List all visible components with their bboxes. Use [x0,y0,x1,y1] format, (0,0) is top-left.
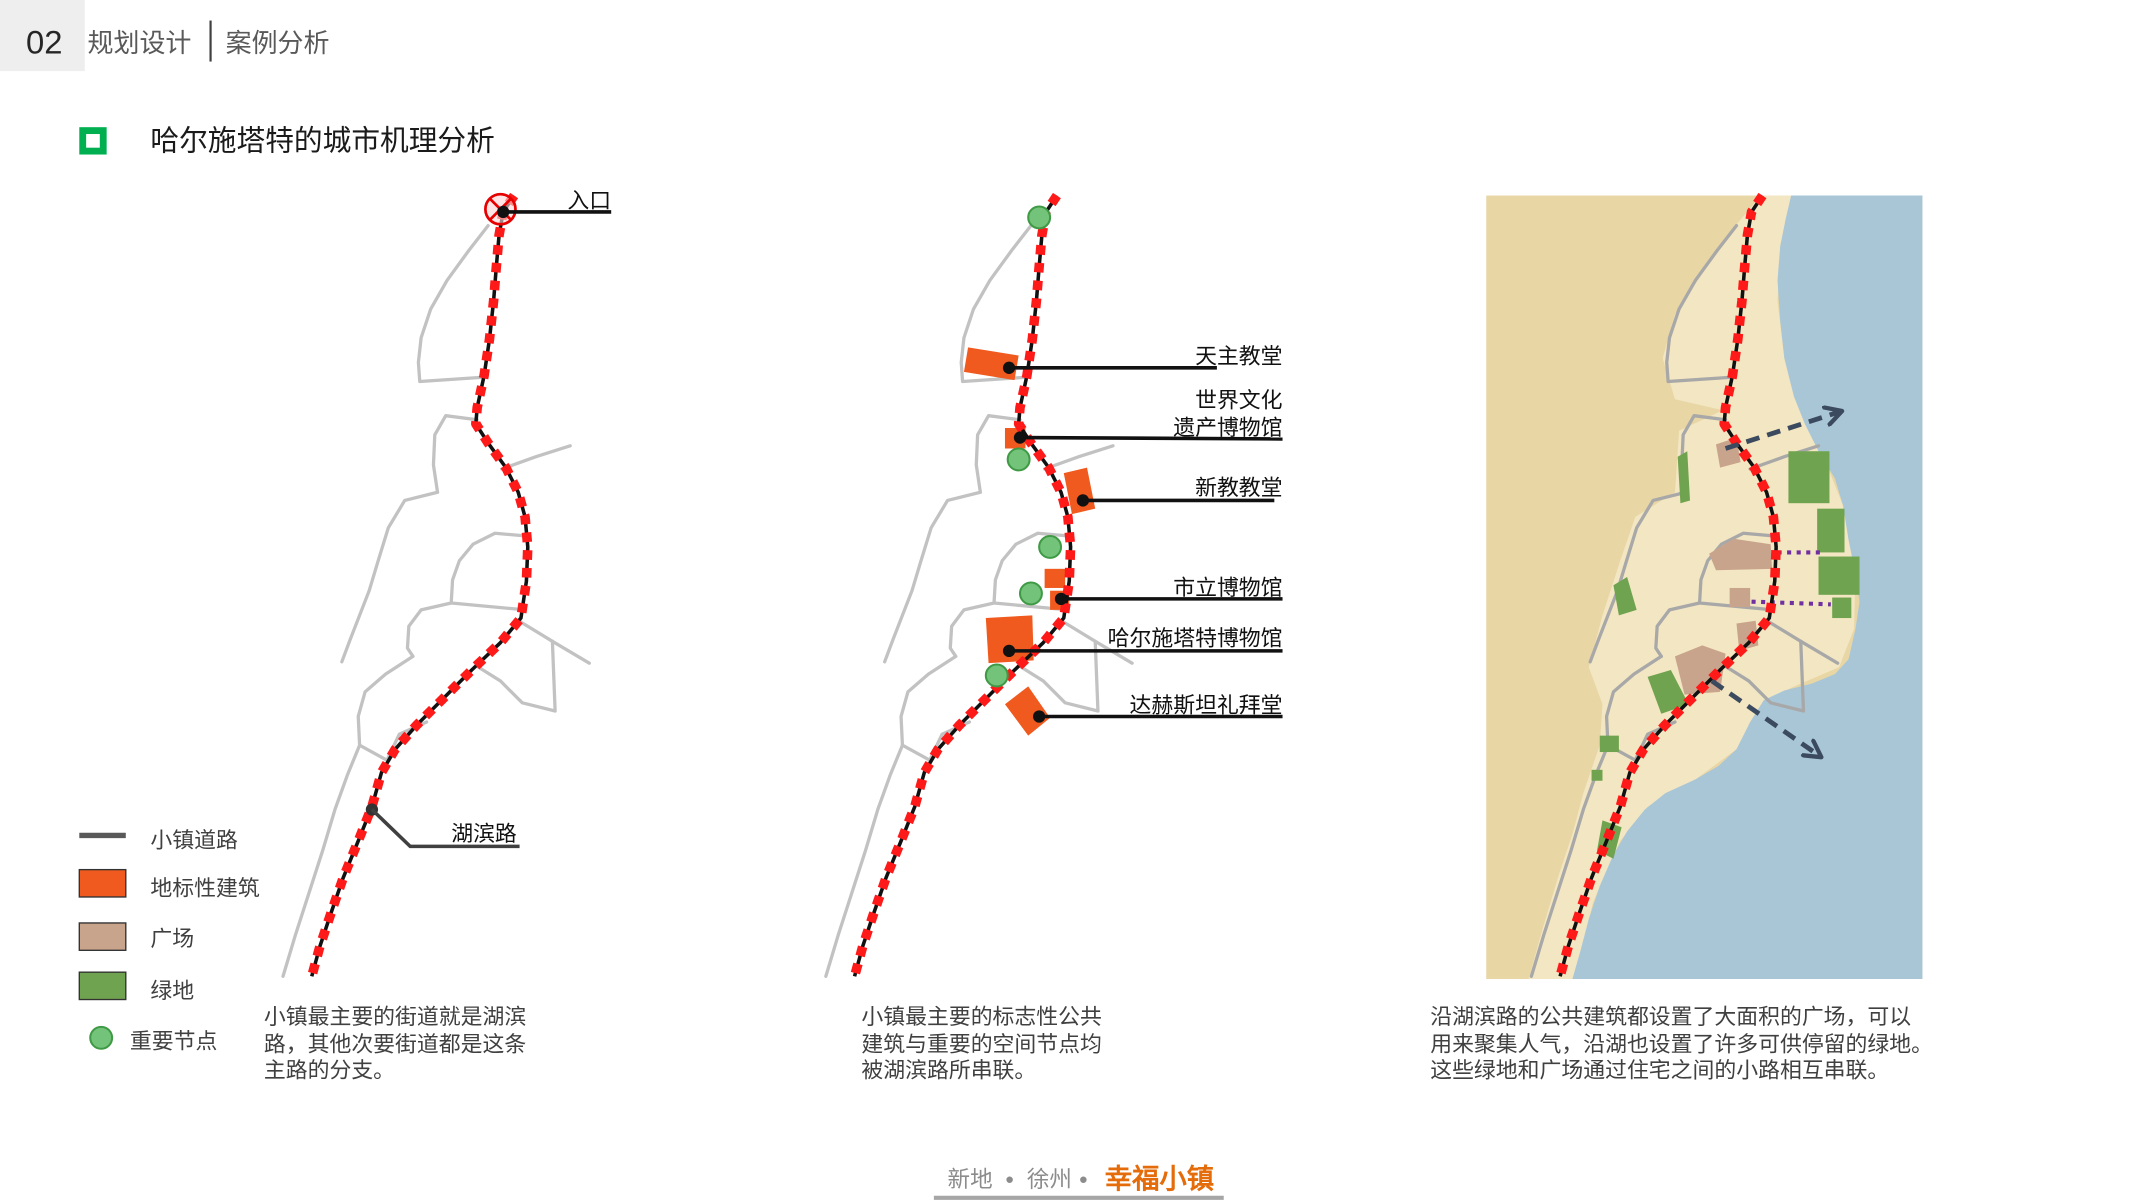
landmark-labels: 天主教堂 世界文化 遗产博物馆 新教教堂 市立博物馆 哈尔施塔特博物馆 达赫斯坦… [1002,344,1283,723]
legend-plaza-swatch [78,922,127,951]
main-road-label: 湖滨路 [451,821,517,846]
caption-landmarks: 小镇最主要的标志性公共 建筑与重要的空间节点均 被湖滨路所串联。 [861,1004,1101,1082]
legend-green-swatch [78,971,127,1001]
landmark-label: 遗产博物馆 [1173,415,1282,440]
key-node [984,663,1009,688]
key-node [1027,205,1052,230]
section-number-box [0,0,85,72]
page-title-text: 哈尔施塔特的城市机理分析 [150,125,494,157]
green-space [1647,670,1689,714]
lakeside-road [312,196,528,977]
green-space [1591,769,1603,781]
landmark-leader-line [1020,435,1283,441]
footer-separator: ● [1079,1171,1088,1188]
town-roads [281,223,591,978]
caption-line: 小镇最主要的标志性公共 [861,1004,1101,1029]
lake-direction-arrow [1710,678,1820,756]
green-space [1613,577,1637,616]
landmark-label: 世界文化 [1195,387,1283,412]
green-space [1818,556,1860,595]
caption-line: 这些绿地和广场通过住宅之间的小路相互串联。 [1430,1057,1889,1082]
green-space [1599,735,1619,753]
plaza [1709,538,1773,571]
road-network-map: 入口 湖滨路 [281,188,612,978]
landmarks-map: 天主教堂 世界文化 遗产博物馆 新教教堂 市立博物馆 哈尔施塔特博物馆 达赫斯坦… [824,196,1283,978]
legend-landmark-swatch [78,868,127,898]
city-museum-building [1044,568,1066,588]
landmark-label: 天主教堂 [1195,344,1282,369]
plaza [1729,587,1751,608]
landmark-buildings [963,347,1096,736]
protestant-church-building [1063,467,1096,515]
key-node [1006,447,1031,472]
legend-label: 重要节点 [130,1029,217,1054]
footer-brand: 新地 ● 徐州 ● 幸福小镇 [933,1163,1224,1200]
green-space [1677,451,1690,504]
section-number: 02 [26,23,62,60]
landmark-label: 市立博物馆 [1173,575,1282,600]
key-node [1018,581,1043,606]
lake-water [1572,195,1923,980]
dachstein-chapel-building [1004,686,1051,736]
green-space [1832,597,1852,619]
green-square-icon [79,127,107,155]
footer-separator: ● [1005,1171,1014,1188]
landmark-label: 达赫斯坦礼拜堂 [1130,692,1283,717]
entrance-label: 入口 [567,188,611,213]
page-title: 哈尔施塔特的城市机理分析 [79,125,495,157]
footer-brand-primary: 新地 [948,1167,993,1192]
connecting-path [1751,599,1831,607]
footer-project: 幸福小镇 [1105,1163,1214,1194]
caption-line: 建筑与重要的空间节点均 [861,1031,1101,1056]
caption-line: 主路的分支。 [264,1057,395,1082]
green-space [1817,508,1845,553]
main-road-leader-line [370,808,520,849]
legend-label: 小镇道路 [150,828,238,853]
legend-label: 广场 [150,926,194,951]
section-name: 规划设计 [88,28,192,58]
subsection-name: 案例分析 [226,28,330,58]
legend-label: 绿地 [150,978,194,1003]
caption-plaza-green: 沿湖滨路的公共建筑都设置了大面积的广场，可以 用来聚集人气，沿湖也设置了许多可供… [1430,1004,1933,1082]
lake-direction-arrows [1710,412,1841,757]
legend-node-swatch [89,1025,114,1050]
green-space [1788,451,1830,504]
landmark-label: 哈尔施塔特博物馆 [1108,625,1283,650]
key-nodes [984,205,1063,688]
caption-line: 沿湖滨路的公共建筑都设置了大面积的广场，可以 [1430,1004,1911,1029]
connecting-paths [1751,550,1831,607]
caption-line: 路，其他次要街道都是这条 [264,1031,526,1056]
caption-road-network: 小镇最主要的街道就是湖滨 路，其他次要街道都是这条 主路的分支。 [264,1004,526,1082]
footer-city: 徐州 [1027,1167,1072,1192]
town-roads [824,223,1134,978]
town-area [1528,195,1856,980]
legend-label: 地标性建筑 [150,876,259,901]
caption-line: 用来聚集人气，沿湖也设置了许多可供停留的绿地。 [1430,1031,1933,1056]
plaza-green-map [1486,195,1923,980]
lake-direction-arrow [1724,412,1841,451]
landmark-label: 新教教堂 [1195,475,1282,500]
legend: 小镇道路 地标性建筑 广场 绿地 重要节点 [78,828,260,1054]
key-node [1038,534,1063,559]
caption-line: 被湖滨路所串联。 [861,1057,1036,1082]
caption-line: 小镇最主要的街道就是湖滨 [264,1004,526,1029]
header: 02 规划设计 案例分析 [0,0,330,72]
